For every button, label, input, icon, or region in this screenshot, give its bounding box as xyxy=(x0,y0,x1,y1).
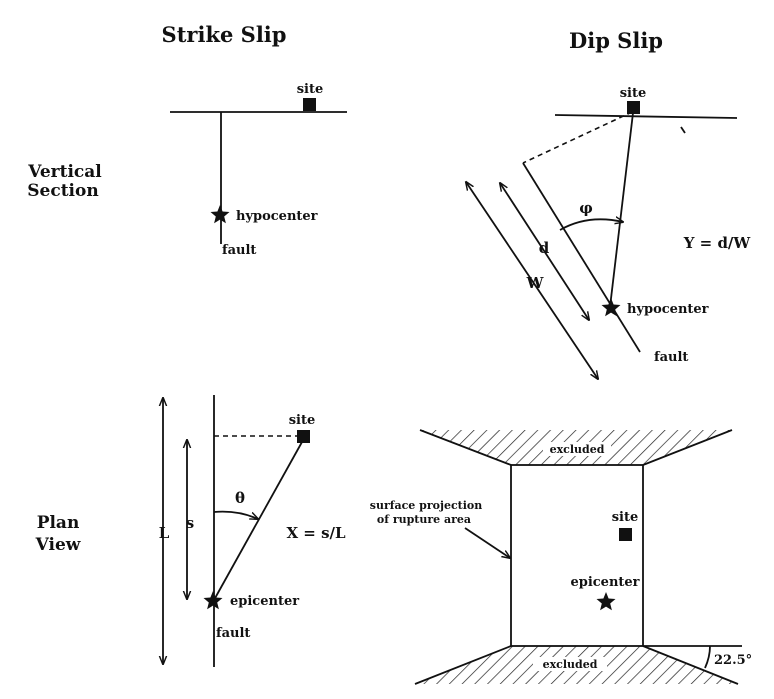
dip-slip-plan-view: excluded excluded 22.5° surface projecti… xyxy=(370,429,752,685)
angle-label: 22.5° xyxy=(714,653,752,668)
site-marker-ss-vertical xyxy=(303,98,316,111)
phi-symbol: φ xyxy=(579,199,593,217)
epicenter-star-ss xyxy=(203,591,223,610)
strike-slip-plan-view: L s site θ epicenter fault X = s/L xyxy=(159,395,346,667)
site-label-ds-plan: site xyxy=(612,510,639,525)
dip-slip-vertical-section: site φ d W hypocenter fault Y = d/W xyxy=(466,86,751,379)
dip-slip-title: Dip Slip xyxy=(569,28,663,53)
site-marker-ss-plan xyxy=(297,430,310,443)
hypocenter-label-ds: hypocenter xyxy=(627,302,709,317)
vertical-section-title-line2: Section xyxy=(27,181,98,201)
hypocenter-star-ds xyxy=(601,298,621,317)
fault-label-ss-vertical: fault xyxy=(222,243,256,258)
hypocenter-label-ss: hypocenter xyxy=(236,209,318,224)
y-formula: Y = d/W xyxy=(683,234,752,252)
hypocenter-star-ss xyxy=(210,205,230,224)
l-symbol: L xyxy=(159,524,170,542)
epicenter-star-ds xyxy=(596,592,616,611)
site-label-ss-plan: site xyxy=(289,413,316,428)
site-label-ds-vertical: site xyxy=(620,86,647,101)
excluded-label-bottom: excluded xyxy=(543,658,598,671)
surface-projection-label-line2: of rupture area xyxy=(377,513,471,526)
site-marker-ds-plan xyxy=(619,528,632,541)
excluded-label-top: excluded xyxy=(550,443,605,456)
plan-view-title-line2: View xyxy=(35,535,81,555)
epicenter-label-ss: epicenter xyxy=(230,594,299,609)
site-marker-ds-vertical xyxy=(627,101,640,114)
x-formula: X = s/L xyxy=(286,524,346,542)
strike-slip-title: Strike Slip xyxy=(162,22,287,47)
rupture-area-projection xyxy=(510,464,644,647)
plan-view-title-line1: Plan xyxy=(37,513,80,533)
surface-projection-label-line1: surface projection xyxy=(370,499,482,512)
d-symbol: d xyxy=(539,239,550,257)
strike-slip-vertical-section: site hypocenter fault xyxy=(170,82,347,258)
vertical-section-title-line1: Vertical xyxy=(27,162,102,182)
theta-symbol: θ xyxy=(235,489,245,507)
site-label-ss-vertical: site xyxy=(297,82,324,97)
epicenter-label-ds: epicenter xyxy=(570,575,639,590)
w-symbol: W xyxy=(526,274,545,292)
fault-label-ds: fault xyxy=(654,350,688,365)
fault-label-ss-plan: fault xyxy=(216,626,250,641)
s-symbol: s xyxy=(186,514,194,532)
